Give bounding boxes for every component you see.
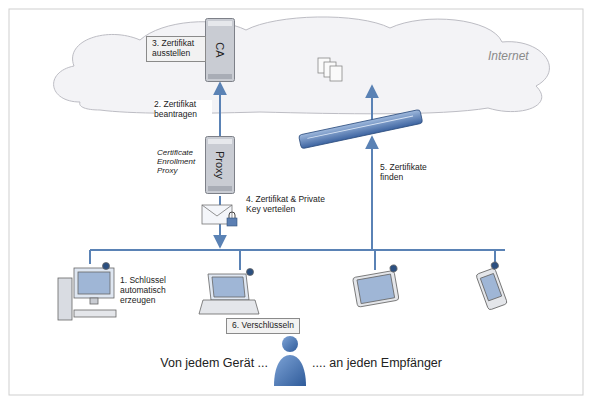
step-label: 5. Zertifikate finden — [380, 163, 438, 183]
directory-appliance — [299, 109, 423, 148]
node-text: 6. Verschlüsseln — [232, 321, 294, 331]
step-label: 4. Zertifikat & Private Key verteilen — [246, 195, 326, 215]
internet-cloud: Internet CA 3. Zertifikat ausstellen — [40, 14, 560, 116]
step-label: Von jedem Gerät ... — [100, 356, 268, 370]
node-text: 1. Schlüssel automatisch erzeugen — [120, 276, 182, 305]
envelope-icon — [202, 205, 237, 226]
laptop-computer — [199, 269, 259, 315]
step-box: 6. Verschlüsseln — [226, 318, 300, 334]
node-text: 3. Zertifikat ausstellen — [152, 39, 200, 59]
edge-label: 2. Zertifikat beantragen — [154, 100, 212, 120]
frame — [9, 9, 583, 395]
step-label: .... an jeden Empfänger — [312, 356, 512, 370]
server-box: CA — [205, 18, 235, 82]
mobile-phone — [474, 261, 512, 310]
node-text: CA — [214, 42, 227, 57]
node-text: Proxy — [214, 151, 227, 179]
node-caption: Certificate Enrollment Proxy — [157, 148, 203, 176]
desktop-computer — [58, 263, 116, 321]
device-node: 1. Schlüssel automatisch erzeugen — [56, 262, 118, 324]
node-text: Internet — [488, 50, 529, 64]
server-box: ProxyCertificate Enrollment Proxy — [205, 136, 235, 194]
request-arrow — [219, 83, 221, 136]
cloud-outline — [40, 14, 560, 116]
person-icon — [274, 336, 306, 386]
tablet-computer — [352, 264, 403, 307]
cloud-shape — [54, 17, 550, 114]
network-bus — [90, 86, 505, 270]
step-box: 3. Zertifikat ausstellen — [146, 36, 206, 62]
